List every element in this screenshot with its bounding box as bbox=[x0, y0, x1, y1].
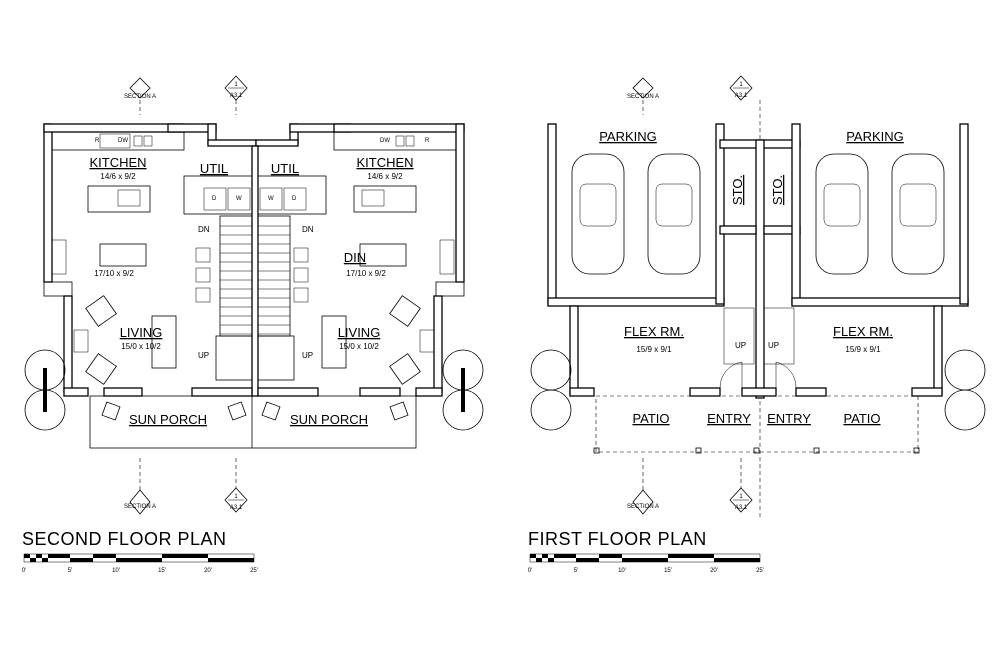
scale-tick-label: 10' bbox=[112, 568, 120, 574]
living-furniture bbox=[73, 295, 435, 385]
section-marker-bottom-2f: SECTION A 1 A3.1 bbox=[124, 458, 248, 515]
svg-text:1: 1 bbox=[739, 82, 743, 88]
detail-marker-top-left-2f: 1 A3.1 bbox=[224, 75, 248, 115]
svg-text:1: 1 bbox=[739, 494, 743, 500]
section-marker-top-left-2f: SECTION A bbox=[124, 77, 156, 115]
svg-text:D: D bbox=[292, 196, 297, 202]
scale-tick-label: 15' bbox=[664, 568, 672, 574]
scale-tick-label: 0' bbox=[22, 568, 26, 574]
room-living-right: LIVING bbox=[338, 325, 381, 340]
scale-tick-label: 25' bbox=[756, 568, 764, 574]
first-floor-title: FIRST FLOOR PLAN bbox=[528, 529, 707, 549]
tree-circles-1f bbox=[530, 349, 986, 431]
patio-outline bbox=[593, 395, 920, 454]
room-living-left: LIVING bbox=[120, 325, 163, 340]
scale-tick-label: 10' bbox=[618, 568, 626, 574]
second-floor-plan: SECTION A 1 A3.1 bbox=[22, 75, 484, 574]
scale-bar-1f: 0' 5' 10' 15' 20' 25' bbox=[528, 553, 764, 574]
second-floor-walls bbox=[43, 123, 465, 397]
scale-tick-label: 5' bbox=[574, 568, 578, 574]
room-util-right: UTIL bbox=[271, 161, 299, 176]
dim-living-right: 15/0 x 10/2 bbox=[339, 342, 379, 351]
scale-tick-label: 0' bbox=[528, 568, 532, 574]
room-patio-right: PATIO bbox=[843, 411, 880, 426]
first-floor-walls bbox=[547, 123, 969, 399]
section-marker-bottom-1f: SECTION A 1 A3.1 bbox=[627, 458, 753, 515]
room-flex-left: FLEX RM. bbox=[624, 324, 684, 339]
kitchen-counters: R DW DW R bbox=[51, 131, 457, 213]
car-icon bbox=[891, 153, 945, 275]
room-flex-right: FLEX RM. bbox=[833, 324, 893, 339]
svg-text:DW: DW bbox=[118, 138, 128, 144]
room-kitchen-right: KITCHEN bbox=[356, 155, 413, 170]
room-sun-porch-right: SUN PORCH bbox=[290, 412, 368, 427]
stairs-2f bbox=[215, 215, 295, 381]
svg-text:1: 1 bbox=[234, 494, 238, 500]
svg-text:W: W bbox=[236, 196, 242, 202]
dim-kitchen-left: 14/6 x 9/2 bbox=[100, 172, 136, 181]
car-icon bbox=[647, 153, 701, 275]
stair-dn-right: DN bbox=[302, 225, 314, 234]
sofa-right bbox=[321, 315, 347, 369]
first-floor-plan: SECTION A 1 A3.1 bbox=[528, 75, 986, 574]
section-label: SECTION A bbox=[124, 94, 156, 100]
svg-text:A3.1: A3.1 bbox=[230, 505, 243, 511]
stair-up-right-1f: UP bbox=[768, 341, 779, 350]
sofa-left bbox=[151, 315, 177, 369]
svg-text:D: D bbox=[212, 196, 217, 202]
svg-text:R: R bbox=[425, 138, 430, 144]
car-icon bbox=[815, 153, 869, 275]
scale-bar-2f: 0' 5' 10' 15' 20' 25' bbox=[22, 553, 258, 574]
second-floor-title: SECOND FLOOR PLAN bbox=[22, 529, 227, 549]
scale-tick-label: 20' bbox=[710, 568, 718, 574]
parked-cars bbox=[571, 153, 945, 275]
room-dining-right: DIN bbox=[344, 250, 366, 265]
svg-text:SECTION A: SECTION A bbox=[627, 504, 659, 510]
kitchen-island-left bbox=[87, 185, 151, 213]
svg-text:A3.1: A3.1 bbox=[735, 93, 748, 99]
stair-up-left-1f: UP bbox=[735, 341, 746, 350]
svg-text:SECTION A: SECTION A bbox=[627, 94, 659, 100]
room-kitchen-left: KITCHEN bbox=[89, 155, 146, 170]
sun-porch bbox=[89, 395, 417, 449]
entry-doors bbox=[719, 307, 797, 389]
svg-text:A3.1: A3.1 bbox=[735, 505, 748, 511]
dim-flex-right: 15/9 x 9/1 bbox=[845, 345, 881, 354]
room-storage-left: STO. bbox=[730, 175, 745, 205]
stair-up-left: UP bbox=[198, 351, 209, 360]
dim-flex-left: 15/9 x 9/1 bbox=[636, 345, 672, 354]
scale-tick-label: 25' bbox=[250, 568, 258, 574]
scale-tick-label: 5' bbox=[68, 568, 72, 574]
room-entry-left: ENTRY bbox=[707, 411, 751, 426]
room-storage-right: STO. bbox=[770, 175, 785, 205]
svg-text:DW: DW bbox=[380, 138, 390, 144]
dim-living-left: 15/0 x 10/2 bbox=[121, 342, 161, 351]
room-entry-right: ENTRY bbox=[767, 411, 811, 426]
dim-dining-left: 17/10 x 9/2 bbox=[94, 269, 134, 278]
dim-dining-right: 17/10 x 9/2 bbox=[346, 269, 386, 278]
svg-text:A3.1: A3.1 bbox=[230, 93, 243, 99]
dining-tables bbox=[51, 239, 455, 303]
car-icon bbox=[571, 153, 625, 275]
svg-text:1: 1 bbox=[234, 82, 238, 88]
scale-tick-label: 20' bbox=[204, 568, 212, 574]
dim-kitchen-right: 14/6 x 9/2 bbox=[367, 172, 403, 181]
room-sun-porch-left: SUN PORCH bbox=[129, 412, 207, 427]
tree-circles-2f bbox=[24, 349, 484, 431]
kitchen-island-right bbox=[353, 185, 417, 213]
svg-text:SECTION A: SECTION A bbox=[124, 504, 156, 510]
stair-up-right: UP bbox=[302, 351, 313, 360]
room-parking-right: PARKING bbox=[846, 129, 904, 144]
scale-tick-label: 15' bbox=[158, 568, 166, 574]
svg-text:W: W bbox=[268, 196, 274, 202]
utility-rooms: D W W D bbox=[183, 175, 327, 215]
room-patio-left: PATIO bbox=[632, 411, 669, 426]
room-util-left: UTIL bbox=[200, 161, 228, 176]
svg-text:R: R bbox=[95, 138, 100, 144]
stair-dn-left: DN bbox=[198, 225, 210, 234]
room-parking-left: PARKING bbox=[599, 129, 657, 144]
